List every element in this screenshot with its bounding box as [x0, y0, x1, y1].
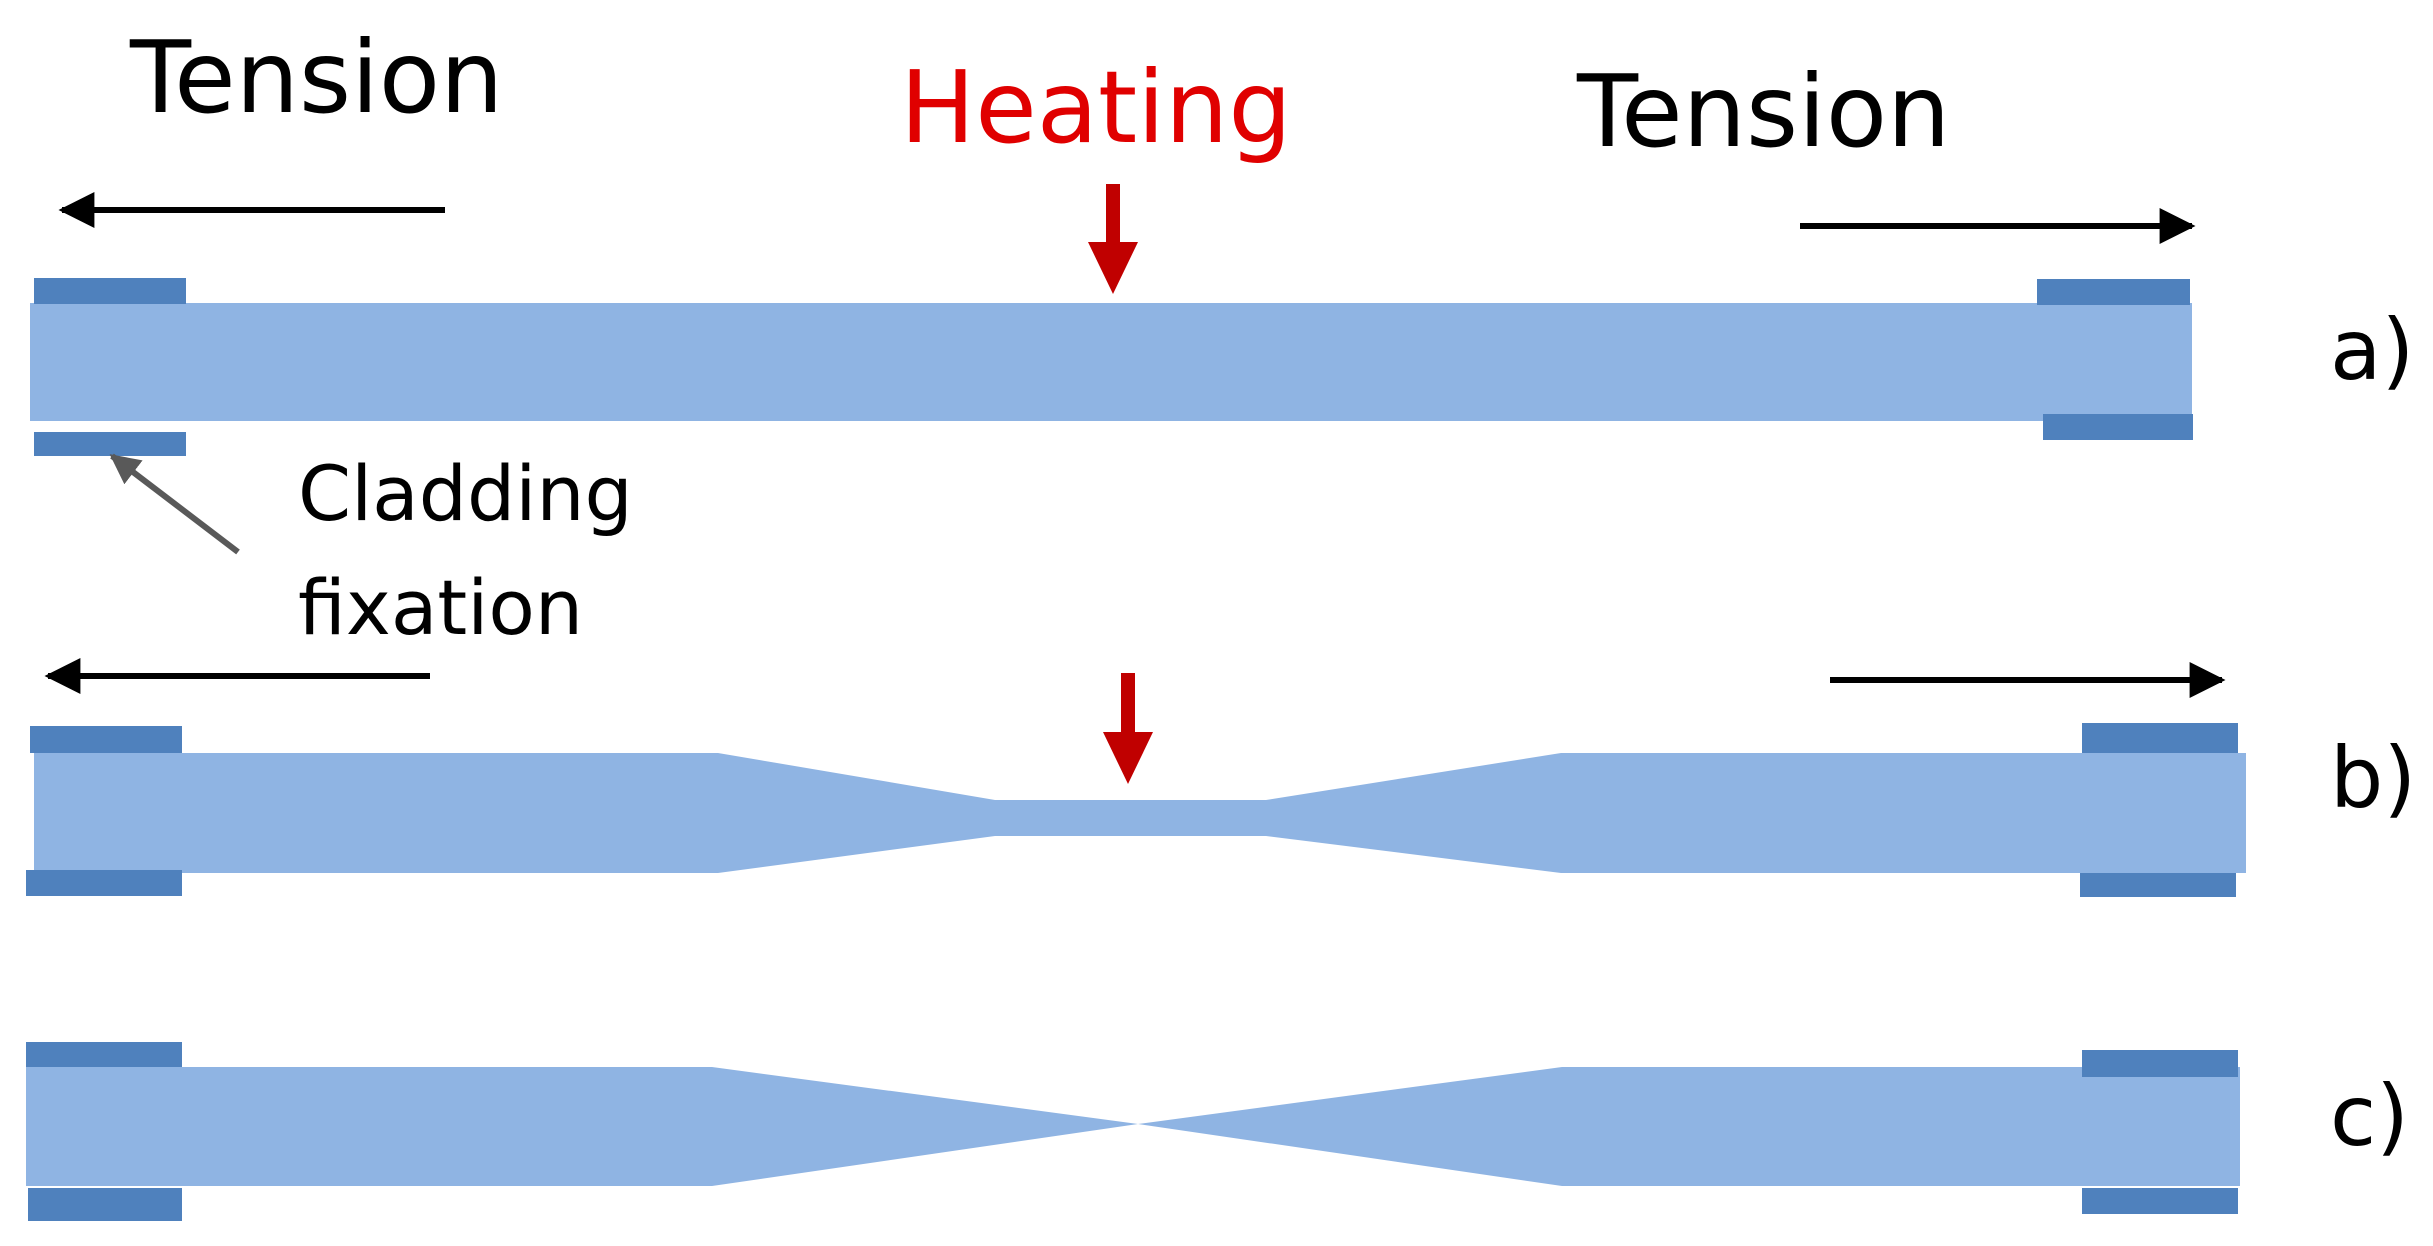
heating-label: Heating — [900, 49, 1292, 166]
tension-label-left: Tension — [130, 19, 504, 136]
fiber-c-left — [26, 1067, 1138, 1186]
cladding-fixation-pointer-arrow — [109, 453, 240, 555]
fixation-right-bottom-c — [2082, 1188, 2238, 1214]
fiber-b — [34, 753, 2246, 873]
fixation-left-bottom-b — [26, 870, 182, 896]
tension-label-right: Tension — [1577, 53, 1951, 170]
fixation-right-top-b — [2082, 723, 2238, 753]
heating-arrow-b — [1103, 673, 1153, 784]
fixation-left-top-b — [30, 726, 182, 753]
panel-label-a: a) — [2330, 301, 2415, 399]
cladding-fixation-label-line1: Cladding — [298, 449, 633, 538]
fiber-a — [30, 303, 2192, 421]
fixation-left-bottom-a — [34, 432, 186, 456]
fixation-right-top-a — [2037, 279, 2190, 305]
heating-arrow-a — [1088, 184, 1138, 294]
fixation-left-bottom-c — [28, 1188, 182, 1221]
panel-label-b: b) — [2330, 729, 2417, 827]
fixation-right-bottom-b — [2080, 873, 2236, 897]
panel-label-c: c) — [2330, 1067, 2409, 1165]
cladding-fixation-label-line2: fixation — [298, 563, 583, 652]
fixation-left-top-c — [26, 1042, 182, 1067]
fixation-left-top-a — [34, 278, 186, 304]
fixation-right-bottom-a — [2043, 414, 2193, 440]
fixation-right-top-c — [2082, 1050, 2238, 1077]
fiber-c-right — [1138, 1067, 2240, 1186]
